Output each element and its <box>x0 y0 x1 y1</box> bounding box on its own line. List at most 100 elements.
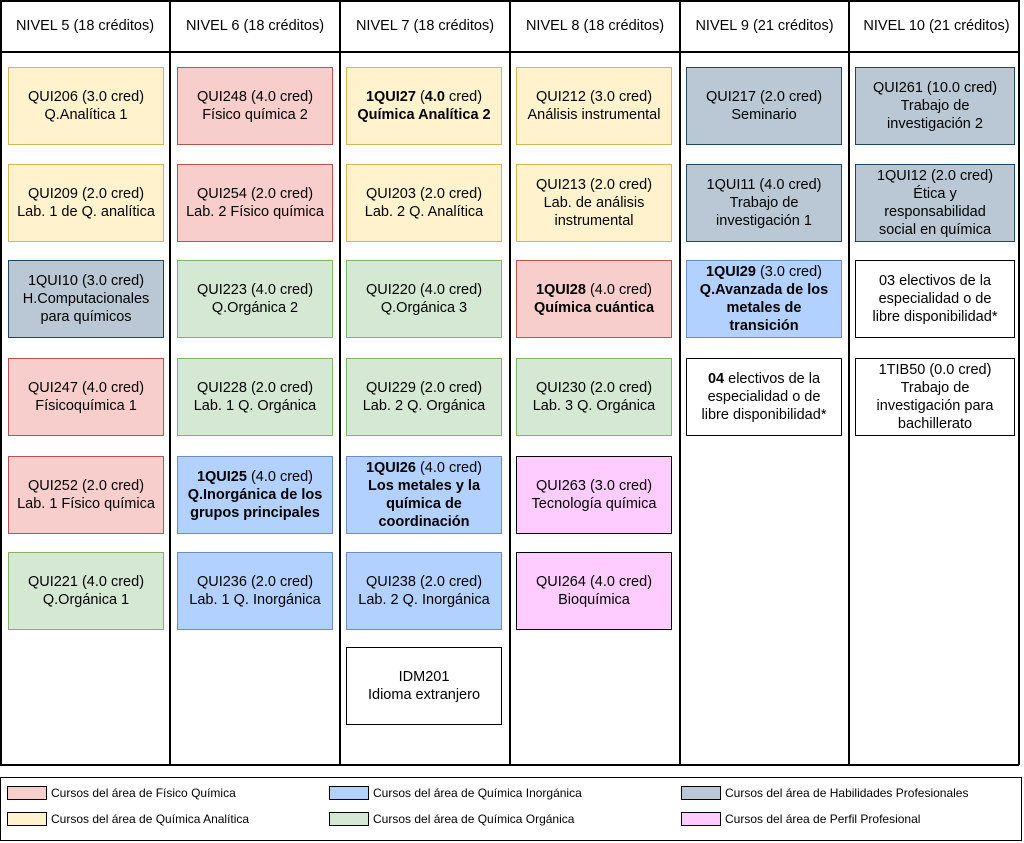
course-code: 1QUI10 (3.0 cred) <box>27 273 145 289</box>
course-code: 1QUI11 (4.0 cred) <box>706 177 822 193</box>
course-credits-bold: 4.0 <box>424 89 445 105</box>
course-card: QUI217 (2.0 cred) Seminario <box>686 67 842 145</box>
course-name: Seminario <box>731 107 797 123</box>
course-name: Idioma extranjero <box>367 687 481 703</box>
grid-divider <box>0 0 1019 2</box>
course-name: Físicoquímica 1 <box>35 398 137 414</box>
curriculum-grid: NIVEL 5 (18 créditos) NIVEL 6 (18 crédit… <box>0 0 1020 766</box>
course-card: QUI228 (2.0 cred) Lab. 1 Q. Orgánica <box>177 358 333 436</box>
course-card: QUI212 (3.0 cred) Análisis instrumental <box>516 67 672 145</box>
legend-item: Cursos del área de Perfil Profesional <box>681 812 920 826</box>
course-name: Lab. 1 de Q. analítica <box>17 204 155 220</box>
course-code: 1QUI27 (4.0 cred) <box>366 88 482 106</box>
course-code: QUI230 (2.0 cred) <box>535 380 653 396</box>
course-name: libre disponibilidad* <box>701 407 827 423</box>
course-card: QUI247 (4.0 cred) Físicoquímica 1 <box>8 358 164 436</box>
legend-label: Cursos del área de Habilidades Profesion… <box>725 786 969 800</box>
course-name: Lab. 2 Q. Orgánica <box>362 398 486 414</box>
course-code-bold: 1QUI26 <box>365 460 416 476</box>
course-code: 1QUI25 (4.0 cred) <box>197 468 313 486</box>
grid-divider <box>509 0 511 765</box>
course-name: Q.Avanzada de los <box>699 282 829 298</box>
course-name: H.Computacionales <box>22 291 150 307</box>
course-code: QUI213 (2.0 cred) <box>535 177 653 193</box>
course-name: coordinación <box>378 514 470 530</box>
course-code: QUI223 (4.0 cred) <box>196 282 314 298</box>
course-name: Trabajo de <box>900 98 970 114</box>
level-5-header: NIVEL 5 (18 créditos) <box>15 18 155 34</box>
course-name: investigación para <box>876 398 994 414</box>
course-card: QUI213 (2.0 cred) Lab. de análisis instr… <box>516 164 672 242</box>
legend-swatch <box>681 812 721 826</box>
course-name: transición <box>729 318 799 334</box>
legend-label: Cursos del área de Química Analítica <box>51 812 250 826</box>
course-code: QUI203 (2.0 cred) <box>365 186 483 202</box>
level-7-header: NIVEL 7 (18 créditos) <box>355 18 495 34</box>
course-name: Q.Orgánica 1 <box>42 592 130 608</box>
course-name: Bioquímica <box>558 592 630 608</box>
course-code: 1QUI29 (3.0 cred) <box>706 263 822 281</box>
course-card: 03 electivos de la especialidad o de lib… <box>855 260 1015 338</box>
course-credits: (3.0 cred) <box>755 264 823 280</box>
level-8-header: NIVEL 8 (18 créditos) <box>525 18 665 34</box>
course-credits: ( <box>415 89 425 105</box>
course-code: QUI221 (4.0 cred) <box>27 574 145 590</box>
course-card: 1TIB50 (0.0 cred) Trabajo de investigaci… <box>855 358 1015 436</box>
course-name: bachillerato <box>897 416 973 432</box>
course-card: 1QUI29 (3.0 cred) Q.Avanzada de los meta… <box>686 260 842 338</box>
course-card: 1QUI10 (3.0 cred) H.Computacionales para… <box>8 260 164 338</box>
course-code: QUI252 (2.0 cred) <box>27 478 145 494</box>
course-name: Lab. 2 Q. Inorgánica <box>358 592 490 608</box>
level-6-header: NIVEL 6 (18 créditos) <box>185 18 325 34</box>
grid-divider <box>1018 0 1020 765</box>
legend-swatch <box>329 812 369 826</box>
grid-divider <box>169 0 171 765</box>
course-code: QUI212 (3.0 cred) <box>535 89 653 105</box>
course-card: 1QUI11 (4.0 cred) Trabajo de investigaci… <box>686 164 842 242</box>
course-card: 04 electivos de la especialidad o de lib… <box>686 358 842 436</box>
course-card: QUI252 (2.0 cred) Lab. 1 Físico química <box>8 456 164 534</box>
course-name: investigación 1 <box>716 213 812 229</box>
course-card: QUI263 (3.0 cred) Tecnología química <box>516 456 672 534</box>
course-name: Lab. de análisis <box>543 195 645 211</box>
course-code: 1QUI26 (4.0 cred) <box>366 459 482 477</box>
course-code: QUI238 (2.0 cred) <box>365 574 483 590</box>
course-credits: (4.0 cred) <box>585 282 653 298</box>
legend-swatch <box>681 786 721 800</box>
course-name: instrumental <box>554 213 634 229</box>
legend-label: Cursos del área de Química Inorgánica <box>373 786 582 800</box>
course-credits: (4.0 cred) <box>246 469 314 485</box>
course-code: QUI247 (4.0 cred) <box>27 380 145 396</box>
grid-divider <box>848 0 850 765</box>
course-name: grupos principales <box>190 505 320 521</box>
course-name: social en química <box>878 222 992 238</box>
course-code: QUI263 (3.0 cred) <box>535 478 653 494</box>
course-name: Q.Inorgánica de los <box>187 487 323 503</box>
legend-label: Cursos del área de Perfil Profesional <box>725 812 921 826</box>
course-name: electivos de la <box>724 371 821 387</box>
course-name: Q.Orgánica 2 <box>211 300 299 316</box>
course-card: QUI223 (4.0 cred) Q.Orgánica 2 <box>177 260 333 338</box>
course-name: Trabajo de <box>729 195 799 211</box>
course-card: 1QUI26 (4.0 cred) Los metales y la quími… <box>346 456 502 534</box>
course-name: Q.Analítica 1 <box>44 107 128 123</box>
course-card: 1QUI12 (2.0 cred) Ética y responsabilida… <box>855 164 1015 242</box>
course-card: QUI261 (10.0 cred) Trabajo de investigac… <box>855 67 1015 145</box>
course-name: Lab. 2 Físico química <box>186 204 324 220</box>
course-name: metales de <box>726 300 802 316</box>
course-name: para químicos <box>40 309 132 325</box>
course-code: QUI209 (2.0 cred) <box>27 186 145 202</box>
course-code: QUI229 (2.0 cred) <box>365 380 483 396</box>
course-name: Los metales y la <box>367 478 481 494</box>
course-code-bold: 1QUI25 <box>196 469 247 485</box>
grid-divider <box>0 764 1019 766</box>
course-name: química de <box>386 496 462 512</box>
course-card: QUI264 (4.0 cred) Bioquímica <box>516 552 672 630</box>
course-code: 1TIB50 (0.0 cred) <box>878 362 992 378</box>
course-code: QUI261 (10.0 cred) <box>872 80 998 96</box>
course-card: QUI220 (4.0 cred) Q.Orgánica 3 <box>346 260 502 338</box>
course-code: QUI248 (4.0 cred) <box>196 89 314 105</box>
course-card: QUI229 (2.0 cred) Lab. 2 Q. Orgánica <box>346 358 502 436</box>
legend-item: Cursos del área de Habilidades Profesion… <box>681 786 968 800</box>
course-name: Lab. 2 Q. Analítica <box>364 204 484 220</box>
